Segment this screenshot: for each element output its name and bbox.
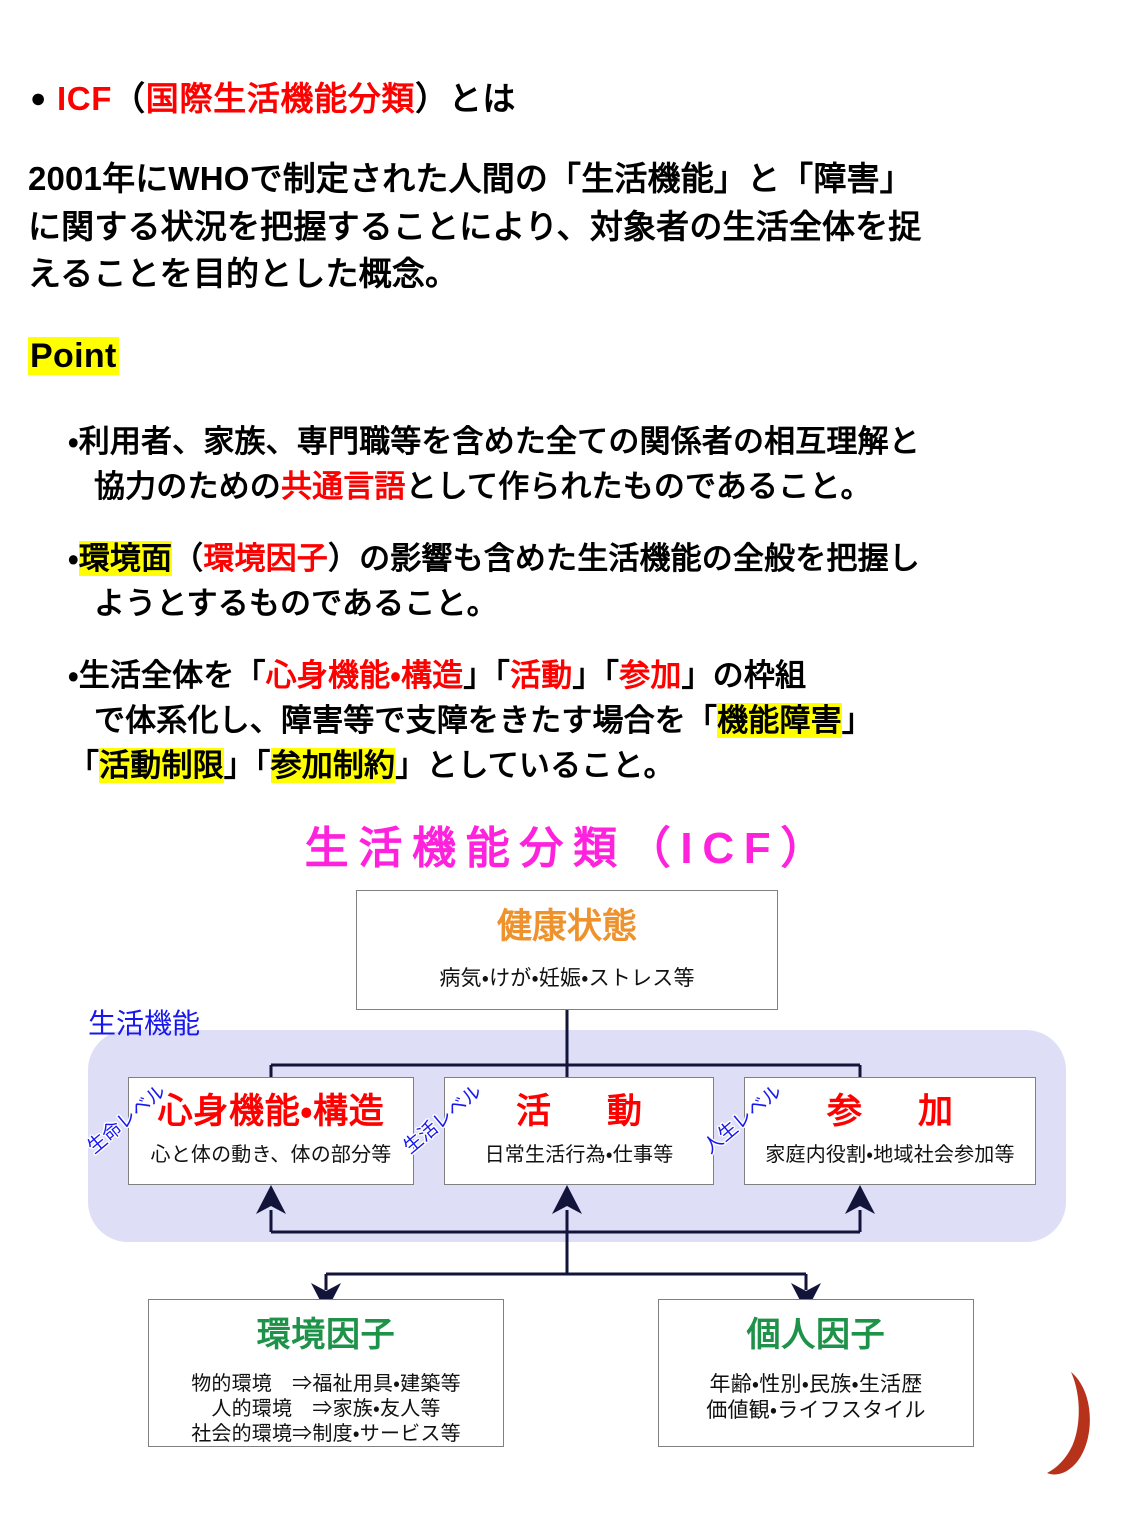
participation-sub: 家庭内役割・地域社会参加等 xyxy=(765,1144,1015,1166)
environmental-factors-title: 環境因子 xyxy=(256,1316,396,1354)
bullet-2-l1-d: 」の枠組 xyxy=(681,657,807,693)
activity-sub: 日常生活行為・仕事等 xyxy=(484,1144,674,1166)
bullet-2-highlight-1: 機能障害 xyxy=(717,702,842,738)
environmental-factors-box: 環境因子 物的環境 ⇒福祉用具・建築等 人的環境 ⇒家族・友人等 社会的環境⇒制… xyxy=(148,1299,504,1447)
intro-line-2: に関する状況を把握することにより、対象者の生活全体を捉 xyxy=(28,207,922,245)
bullet-0-line1: 利用者、家族、専門職等を含めた全ての関係者の相互理解と xyxy=(78,424,920,459)
list-item: ・利用者、家族、専門職等を含めた全ての関係者の相互理解と 協力のための共通言語と… xyxy=(68,420,1078,510)
bullet-1-b: ）の影響も含めた生活機能の全般を把握し xyxy=(327,540,920,576)
participation-box: 参 加 家庭内役割・地域社会参加等 xyxy=(744,1077,1036,1185)
heading-acronym: ICF xyxy=(56,80,113,117)
env-line-1: 物的環境 ⇒福祉用具・建築等 xyxy=(191,1373,461,1395)
body-function-sub: 心と体の動き、体の部分等 xyxy=(150,1144,392,1166)
bullet-1-a: （ xyxy=(172,540,204,576)
bullet-marker: ・ xyxy=(68,657,79,693)
bullet-2-l2-a: で体系化し、障害等で支障をきたす場合を「 xyxy=(94,702,718,738)
bullet-2-l1-a: 生活全体を「 xyxy=(78,657,266,693)
bullet-2-emph-1: 心身機能・構造 xyxy=(265,657,464,693)
body-function-box: 心身機能・構造 心と体の動き、体の部分等 xyxy=(128,1077,414,1185)
bullet-2-highlight-3: 参加制約 xyxy=(270,747,396,783)
personal-factors-box: 個人因子 年齢・性別・民族・生活歴 価値観・ライフスタイル xyxy=(658,1299,974,1447)
activity-box: 活 動 日常生活行為・仕事等 xyxy=(444,1077,714,1185)
bullet-2-l3-a: 「 xyxy=(68,747,100,783)
heading-paren-close: ） xyxy=(415,80,449,117)
bullet-2-l3-b: 」「 xyxy=(223,747,271,783)
heading-jp-name: 国際生活機能分類 xyxy=(145,80,416,117)
bullet-1-highlight: 環境面 xyxy=(78,540,173,576)
bullet-2-l1-b: 」「 xyxy=(463,657,511,693)
bullet-marker: ・ xyxy=(68,540,79,576)
intro-line-3: えることを目的とした概念。 xyxy=(28,255,459,293)
bullet-2-emph-3: 参加 xyxy=(619,657,682,693)
env-line-3: 社会的環境⇒制度・サービス等 xyxy=(191,1423,461,1445)
participation-title: 参 加 xyxy=(826,1092,964,1131)
personal-factors-sub: 年齢・性別・民族・生活歴 価値観・ライフスタイル xyxy=(659,1372,973,1425)
bullet-2-l1-c: 」「 xyxy=(572,657,620,693)
heading-paren-open: （ xyxy=(112,80,146,117)
bullet-0-line2-b: として作られたものであること。 xyxy=(405,468,872,504)
icf-diagram: 生活機能分類（ICF） xyxy=(0,812,1129,1522)
point-bullet-list: ・利用者、家族、専門職等を含めた全ての関係者の相互理解と 協力のための共通言語と… xyxy=(68,420,1078,816)
bullet-2-l3-c: 」としていること。 xyxy=(395,747,675,783)
bullet-1-line2: ようとするものであること。 xyxy=(94,585,498,621)
heading-bullet-icon: ● xyxy=(30,83,47,113)
health-condition-box: 健康状態 病気・けが・妊娠・ストレス等 xyxy=(356,890,778,1010)
pers-line-1: 年齢・性別・民族・生活歴 xyxy=(709,1373,923,1396)
personal-factors-title: 個人因子 xyxy=(746,1316,886,1354)
point-label: Point xyxy=(28,337,119,376)
list-item: ・環境面（環境因子）の影響も含めた生活機能の全般を把握し ようとするものであるこ… xyxy=(68,537,1078,627)
bullet-2-highlight-2: 活動制限 xyxy=(99,747,224,783)
body-function-title: 心身機能・構造 xyxy=(157,1092,385,1131)
health-condition-title: 健康状態 xyxy=(496,907,637,946)
bullet-0-line2-a: 協力のための xyxy=(94,468,281,504)
activity-title: 活 動 xyxy=(515,1092,653,1131)
diagram-title: 生活機能分類（ICF） xyxy=(304,824,835,873)
env-line-2: 人的環境 ⇒家族・友人等 xyxy=(211,1398,441,1420)
bullet-2-emph-2: 活動 xyxy=(510,657,573,693)
bullet-0-emph: 共通言語 xyxy=(280,468,406,504)
bullet-marker: ・ xyxy=(68,424,79,459)
point-label-text: Point xyxy=(28,337,119,375)
bullet-1-emph: 環境因子 xyxy=(203,540,328,576)
pers-line-2: 価値観・ライフスタイル xyxy=(706,1399,926,1423)
list-item: ・生活全体を「心身機能・構造」「活動」「参加」の枠組 で体系化し、障害等で支障を… xyxy=(68,654,1078,789)
intro-line-1: 2001年にWHOで制定された人間の「生活機能」と「障害」 xyxy=(28,160,913,197)
intro-paragraph: 2001年にWHOで制定された人間の「生活機能」と「障害」 に関する状況を把握す… xyxy=(28,155,1088,298)
health-condition-sub: 病気・けが・妊娠・ストレス等 xyxy=(439,967,695,990)
red-crescent-mark-icon xyxy=(1047,1372,1090,1475)
environmental-factors-sub: 物的環境 ⇒福祉用具・建築等 人的環境 ⇒家族・友人等 社会的環境⇒制度・サービ… xyxy=(149,1372,503,1447)
page-heading: ● ICF（国際生活機能分類）とは xyxy=(30,72,516,120)
life-function-label: 生活機能 xyxy=(88,1008,201,1039)
bullet-2-l2-b: 」 xyxy=(841,702,873,738)
heading-suffix: とは xyxy=(448,80,517,117)
